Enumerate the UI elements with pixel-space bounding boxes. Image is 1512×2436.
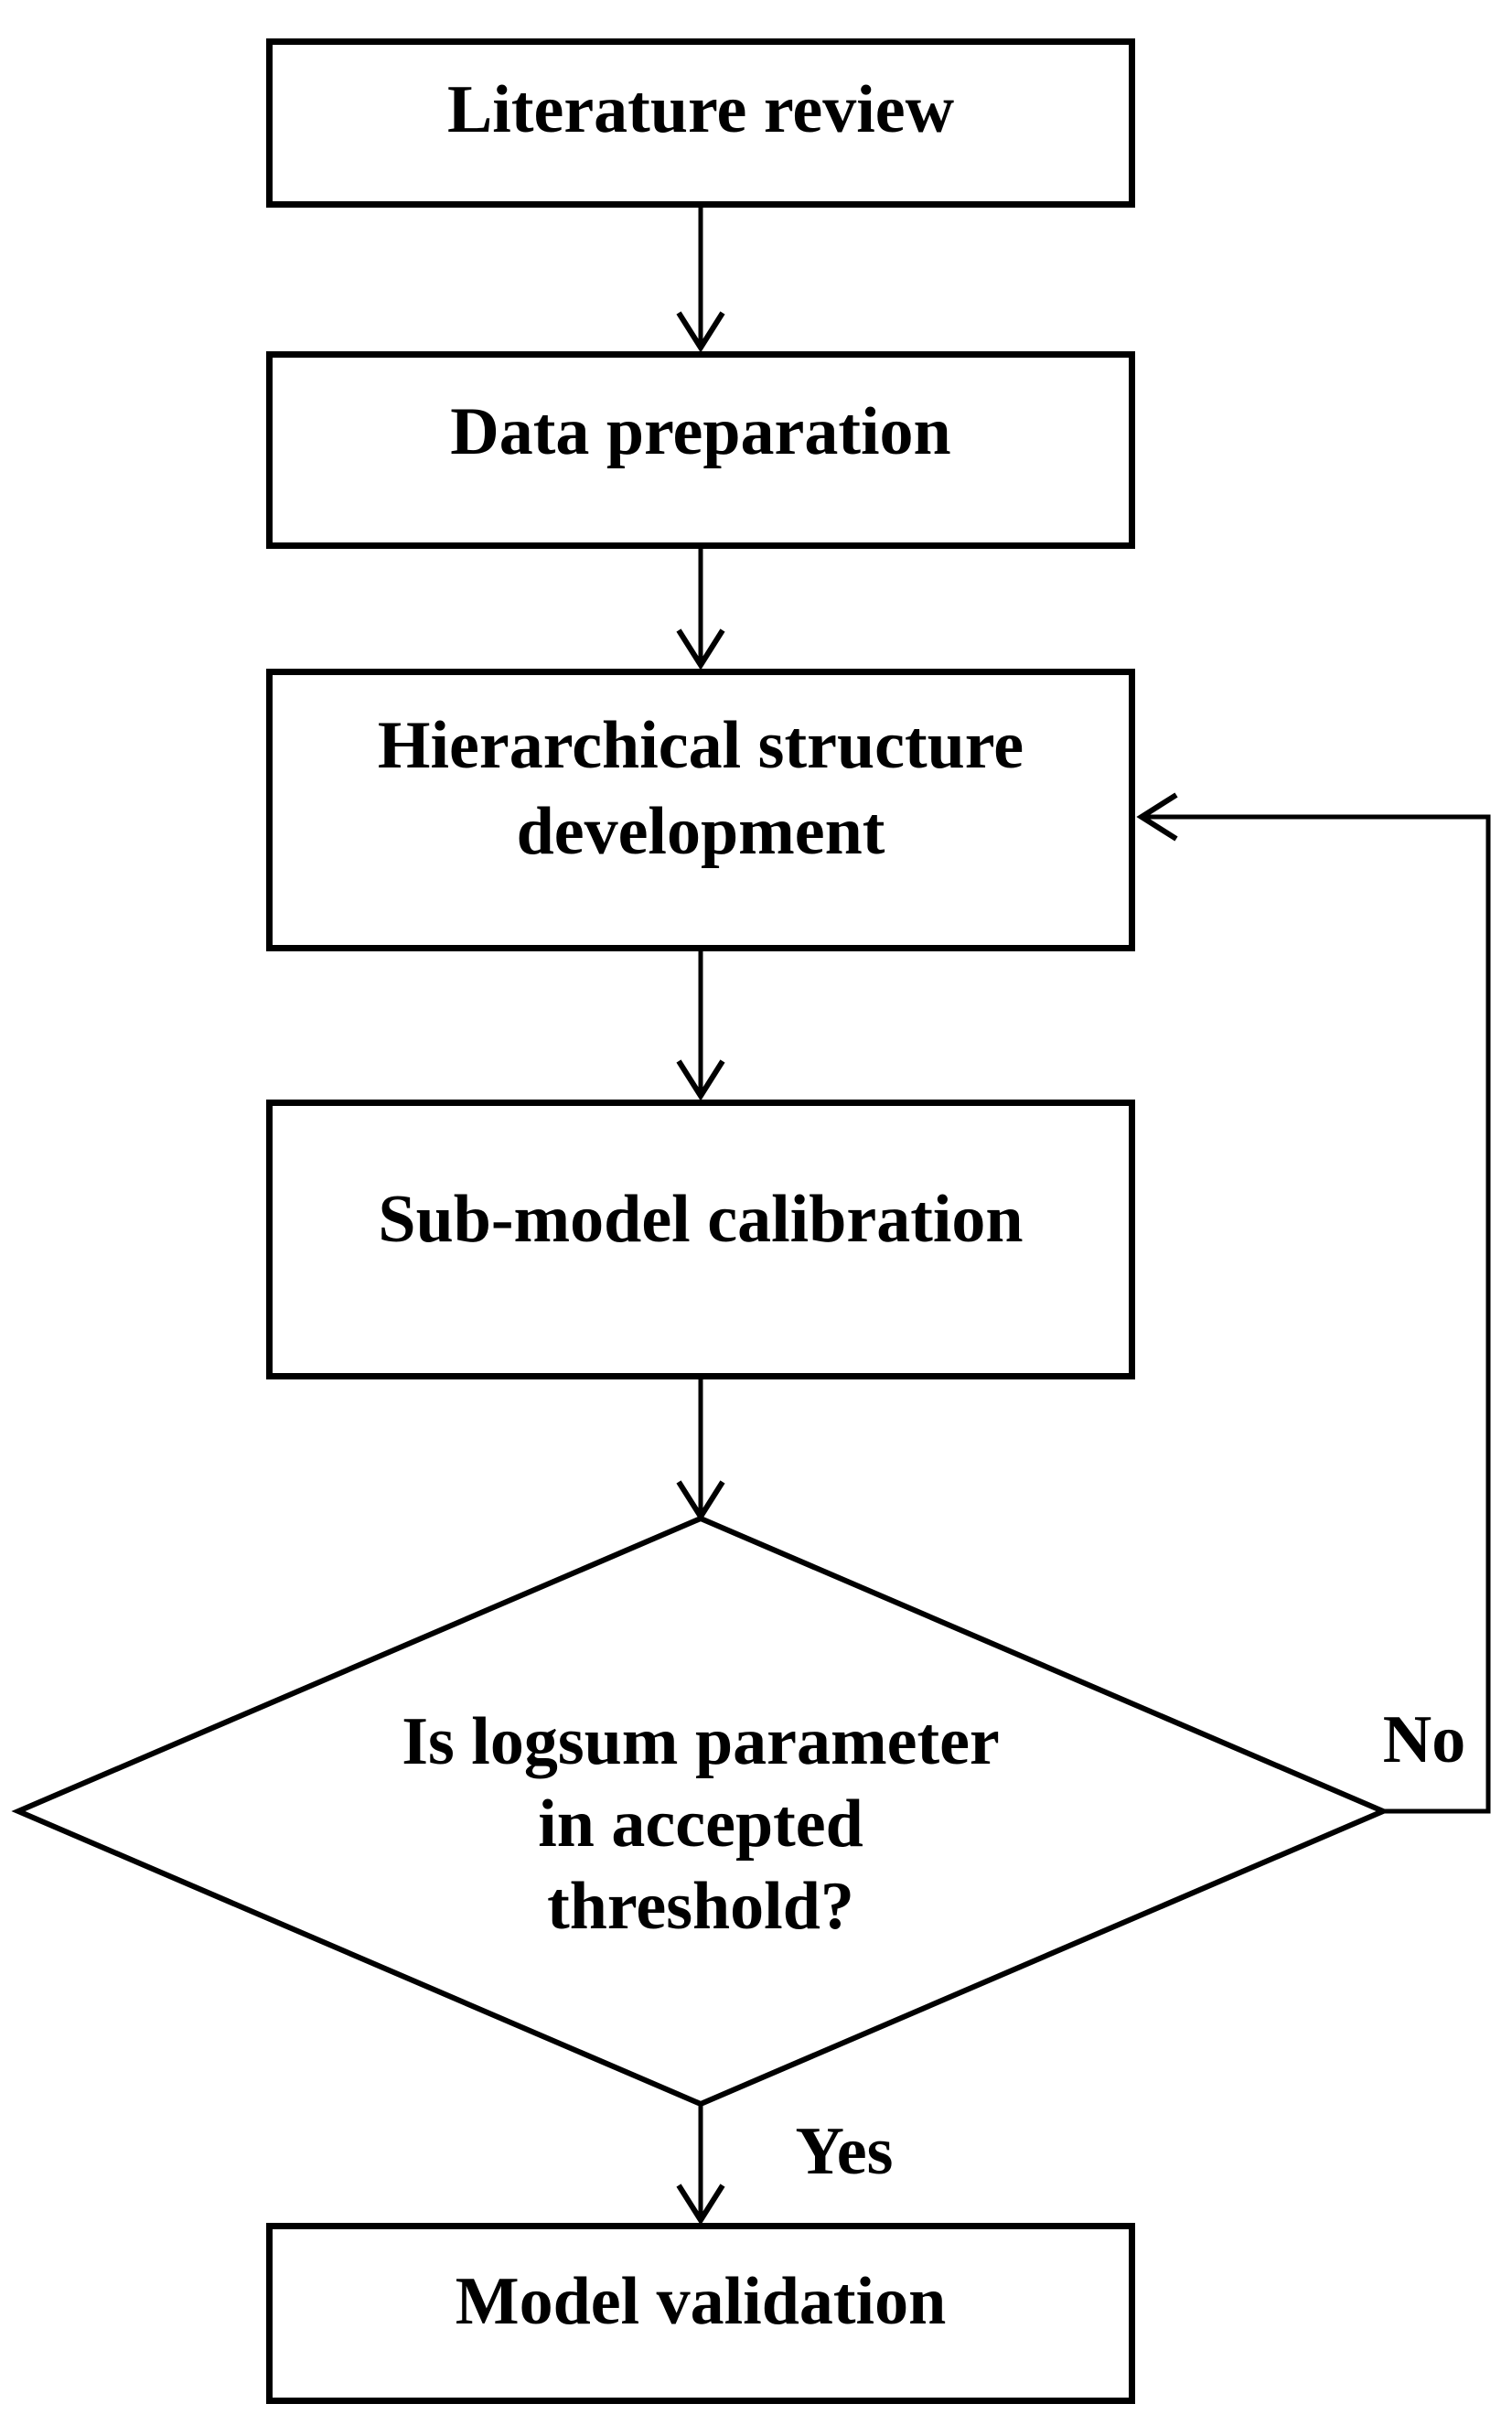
process-box-data-preparation: Data preparation — [266, 351, 1135, 549]
down-arrowhead-icon — [676, 311, 725, 353]
node-label: Literature review — [446, 71, 955, 147]
down-arrowhead-icon — [676, 1059, 725, 1101]
decision-diamond-label: Is logsum parameter in accepted threshol… — [243, 1701, 1158, 1948]
node-label-line-2: development — [516, 793, 885, 869]
process-box-hierarchical-structure-development: Hierarchical structure development — [266, 669, 1135, 951]
edge-label-no: No — [1382, 1702, 1466, 1777]
decision-label-line-3: threshold? — [547, 1869, 854, 1944]
down-arrowhead-icon — [676, 2184, 725, 2226]
decision-label-line-2: in accepted — [538, 1787, 863, 1862]
process-box-model-validation: Model validation — [266, 2223, 1135, 2404]
edge-label-yes: Yes — [795, 2114, 894, 2189]
process-box-sub-model-calibration: Sub-model calibration — [266, 1100, 1135, 1379]
down-arrowhead-icon — [676, 628, 725, 671]
node-label-line-1: Hierarchical structure — [377, 707, 1024, 783]
decision-label-line-1: Is logsum parameter — [402, 1704, 1000, 1779]
connector-no-feedback-loop — [1145, 814, 1491, 1814]
node-label: Data preparation — [450, 394, 951, 469]
node-label: Sub-model calibration — [378, 1182, 1024, 1257]
node-label: Model validation — [455, 2264, 947, 2339]
process-box-literature-review: Literature review — [266, 38, 1135, 208]
left-arrowhead-icon — [1136, 792, 1178, 842]
